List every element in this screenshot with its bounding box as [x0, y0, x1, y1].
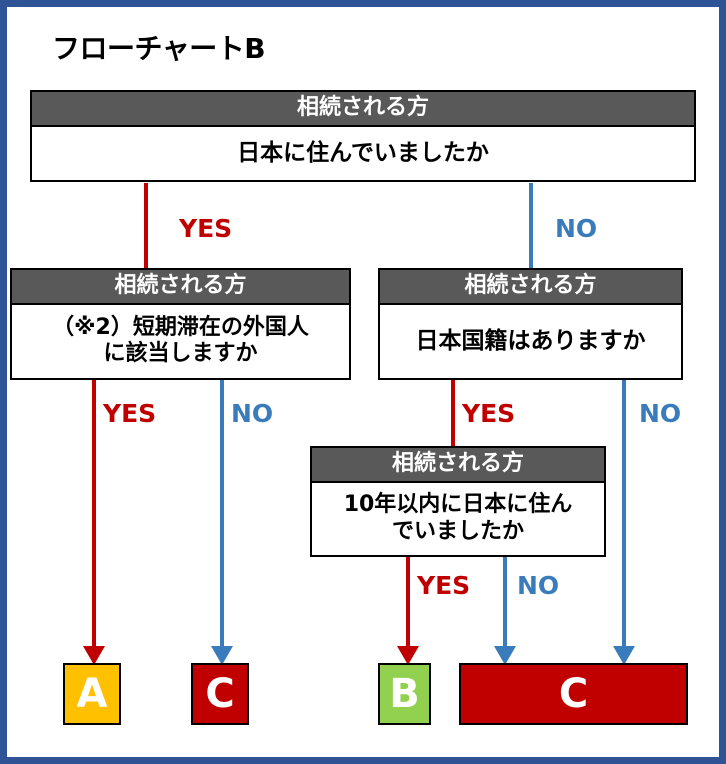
question-box-q1-text: 日本に住んでいましたか: [237, 140, 489, 167]
question-box-q2-header: 相続される方: [12, 270, 349, 305]
question-box-q3[interactable]: 相続される方 日本国籍はありますか: [378, 268, 683, 380]
edge-q1-q3-line: [529, 183, 533, 269]
edge-q4-c-line: [503, 557, 507, 646]
edge-q4-c-label: NO: [517, 571, 560, 600]
edge-q2-a-line: [92, 380, 96, 646]
page-title: フローチャートB: [52, 32, 266, 65]
question-box-q1-header: 相続される方: [32, 92, 694, 127]
edge-q1-q2-line: [144, 183, 148, 269]
result-box-b[interactable]: B: [378, 663, 431, 725]
result-box-b-label: B: [389, 671, 420, 717]
question-box-q3-header: 相続される方: [380, 270, 681, 305]
result-box-c-left-label: C: [205, 671, 235, 717]
question-box-q3-text: 日本国籍はありますか: [415, 328, 646, 355]
question-box-q4-header: 相続される方: [312, 448, 604, 483]
edge-q4-c-arrowhead: [494, 646, 516, 665]
edge-q2-a-arrowhead: [83, 646, 105, 665]
edge-q3-c-arrowhead: [613, 646, 635, 665]
question-box-q2-line2: に該当しますか: [103, 341, 258, 367]
result-box-c-right-label: C: [558, 671, 589, 717]
result-box-c-right[interactable]: C: [459, 663, 688, 725]
result-box-c-left[interactable]: C: [191, 663, 249, 725]
question-box-q4-text: 10年以内に日本に住ん でいましたか: [312, 483, 604, 555]
edge-q3-c-line: [622, 380, 626, 646]
edge-q4-b-line: [406, 557, 410, 646]
question-box-q4-line2: でいましたか: [391, 518, 524, 544]
question-box-q2-text: （※2）短期滞在の外国人 に該当しますか: [12, 305, 349, 378]
question-box-q1[interactable]: 相続される方 日本に住んでいましたか: [30, 90, 696, 182]
edge-q3-q4-label: YES: [462, 399, 516, 428]
edge-q3-c-label: NO: [639, 399, 682, 428]
edge-q4-b-arrowhead: [397, 646, 419, 665]
edge-q3-q4-line: [451, 380, 455, 446]
edge-q4-b-label: YES: [417, 571, 471, 600]
flowchart-stage: フローチャートB YES NO 相続される方 日本に住んでいましたか 相続される…: [7, 7, 719, 757]
edge-q2-a-label: YES: [103, 399, 157, 428]
question-box-q2[interactable]: 相続される方 （※2）短期滞在の外国人 に該当しますか: [10, 268, 351, 380]
result-box-a[interactable]: A: [63, 663, 121, 725]
edge-q2-c-arrowhead: [211, 646, 233, 665]
question-box-q4-line1: 10年以内に日本に住ん: [343, 492, 573, 518]
edge-q2-c-line: [220, 380, 224, 646]
edge-q1-q2-label: YES: [179, 214, 233, 243]
question-box-q4[interactable]: 相続される方 10年以内に日本に住ん でいましたか: [310, 446, 606, 557]
question-box-q2-line1: （※2）短期滞在の外国人: [52, 314, 309, 340]
result-box-a-label: A: [76, 671, 108, 717]
edge-q1-q3-label: NO: [555, 214, 598, 243]
edge-q2-c-label: NO: [231, 399, 274, 428]
